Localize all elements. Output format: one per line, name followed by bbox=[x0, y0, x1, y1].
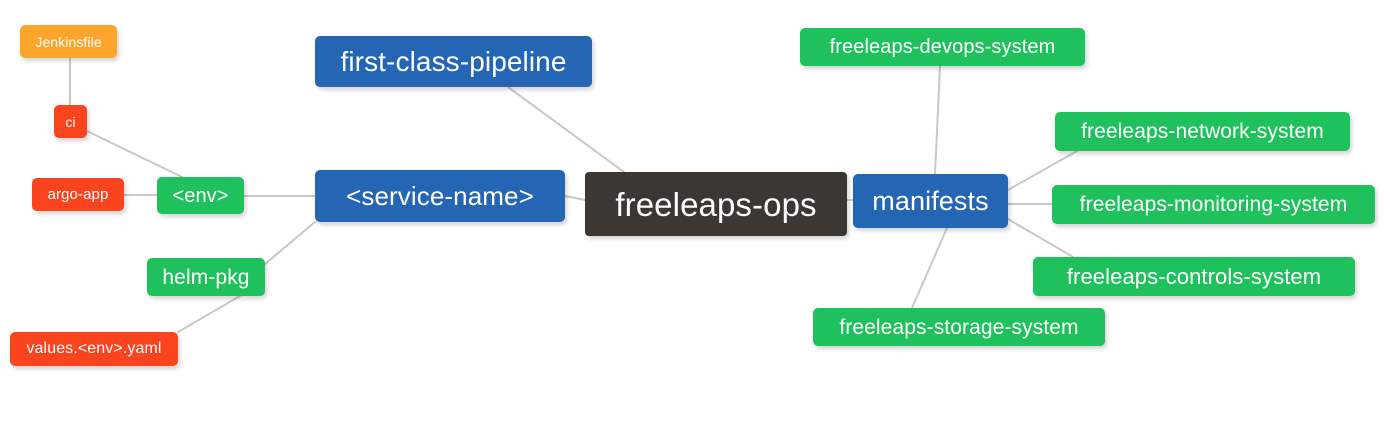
edge-service-name-to-freeleaps-ops bbox=[564, 195, 586, 201]
node-service-name[interactable]: <service-name> bbox=[315, 170, 565, 222]
node-label-freeleaps-monitoring-system: freeleaps-monitoring-system bbox=[1079, 193, 1348, 216]
node-label-freeleaps-storage-system: freeleaps-storage-system bbox=[839, 315, 1079, 339]
node-jenkinsfile[interactable]: Jenkinsfile bbox=[20, 25, 117, 58]
edge-manifests-to-freeleaps-storage-system bbox=[911, 227, 948, 309]
node-label-helm-pkg: helm-pkg bbox=[162, 265, 250, 289]
edge-first-class-pipeline-to-freeleaps-ops bbox=[507, 86, 625, 173]
node-argo-app[interactable]: argo-app bbox=[32, 178, 124, 211]
node-label-values-yaml: values.<env>.yaml bbox=[26, 340, 162, 357]
edge-service-name-to-helm-pkg bbox=[264, 221, 316, 265]
node-label-argo-app: argo-app bbox=[47, 186, 109, 203]
node-manifests[interactable]: manifests bbox=[853, 174, 1008, 228]
node-freeleaps-monitoring-system[interactable]: freeleaps-monitoring-system bbox=[1052, 185, 1375, 224]
edge-ci-to-env bbox=[86, 130, 183, 178]
node-freeleaps-devops-system[interactable]: freeleaps-devops-system bbox=[800, 28, 1085, 66]
node-first-class-pipeline[interactable]: first-class-pipeline bbox=[315, 36, 592, 87]
edge-manifests-to-freeleaps-controls-system bbox=[1007, 218, 1074, 258]
node-values-yaml[interactable]: values.<env>.yaml bbox=[10, 332, 178, 366]
node-label-jenkinsfile: Jenkinsfile bbox=[35, 33, 102, 50]
node-label-service-name: <service-name> bbox=[346, 181, 534, 211]
node-env[interactable]: <env> bbox=[157, 177, 244, 214]
node-freeleaps-controls-system[interactable]: freeleaps-controls-system bbox=[1033, 257, 1355, 296]
node-ci[interactable]: ci bbox=[54, 105, 87, 138]
node-freeleaps-network-system[interactable]: freeleaps-network-system bbox=[1055, 112, 1350, 151]
node-label-first-class-pipeline: first-class-pipeline bbox=[340, 45, 567, 77]
node-freeleaps-storage-system[interactable]: freeleaps-storage-system bbox=[813, 308, 1105, 346]
node-label-freeleaps-controls-system: freeleaps-controls-system bbox=[1066, 263, 1322, 289]
node-label-freeleaps-network-system: freeleaps-network-system bbox=[1081, 120, 1324, 143]
edge-helm-pkg-to-values-yaml bbox=[177, 295, 241, 333]
node-freeleaps-ops[interactable]: freeleaps-ops bbox=[585, 172, 847, 236]
node-label-manifests: manifests bbox=[872, 185, 989, 216]
node-label-freeleaps-devops-system: freeleaps-devops-system bbox=[829, 36, 1056, 58]
node-label-ci: ci bbox=[65, 113, 76, 130]
node-label-env: <env> bbox=[172, 184, 229, 207]
edge-manifests-to-freeleaps-devops-system bbox=[934, 65, 941, 175]
node-helm-pkg[interactable]: helm-pkg bbox=[147, 258, 265, 296]
node-label-freeleaps-ops: freeleaps-ops bbox=[615, 185, 817, 223]
